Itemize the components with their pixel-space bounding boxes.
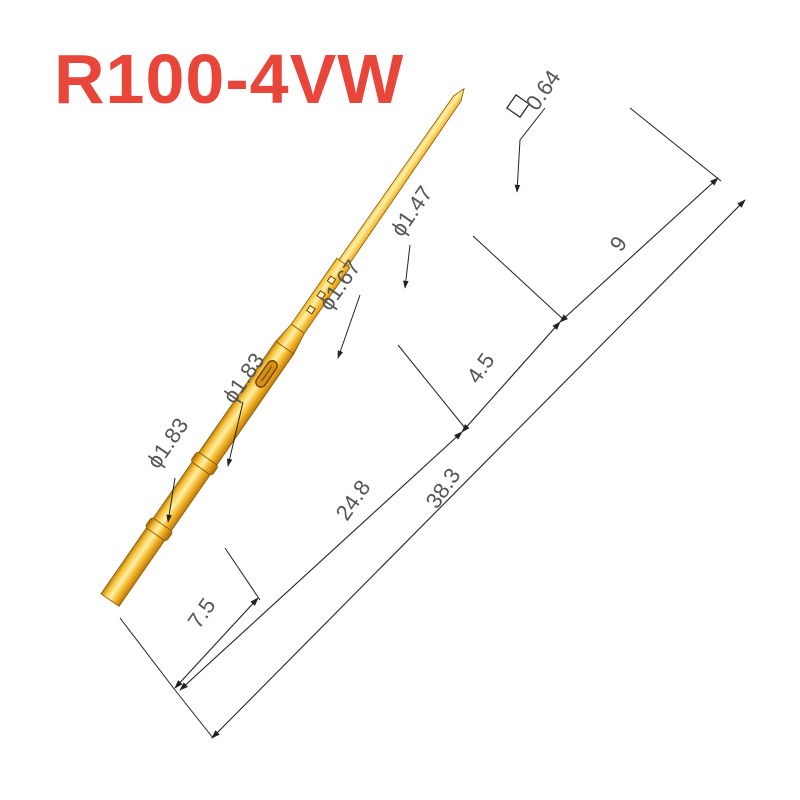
dim-line-38-3 [211,199,746,739]
ext-ring [224,547,261,601]
product-title: R100-4VW [54,40,405,118]
barrel-lower [100,527,166,607]
ext-base-1 [119,617,176,691]
leader-1-83-lower [166,477,176,523]
dim-line-24-8 [179,431,463,691]
probe-body [100,87,465,607]
leader-lines [166,107,546,523]
leader-1-83-upper [226,401,244,467]
dimension-lines [174,177,746,739]
leader-1-67 [337,294,361,359]
label-len-7-5: 7.5 [183,593,221,632]
dim-line-9 [559,177,719,323]
label-len-4-5: 4.5 [462,348,500,387]
dim-line-7-5 [174,597,259,689]
leader-1-47 [403,244,411,289]
ext-neck [397,344,466,429]
leader-tip-square [514,107,546,193]
label-len-9: 9 [605,232,633,256]
square-symbol-icon [506,94,530,118]
dimension-labels: 0.64 ϕ1.47 ϕ1.67 ϕ1.83 ϕ1.83 9 4.5 24.8 … [142,65,633,632]
ext-plunger-top [472,235,565,321]
label-len-38-3: 38.3 [421,463,466,512]
ext-base-2 [174,689,214,739]
ext-tip [629,107,722,182]
label-dia-1-83-lower: ϕ1.83 [142,413,194,473]
